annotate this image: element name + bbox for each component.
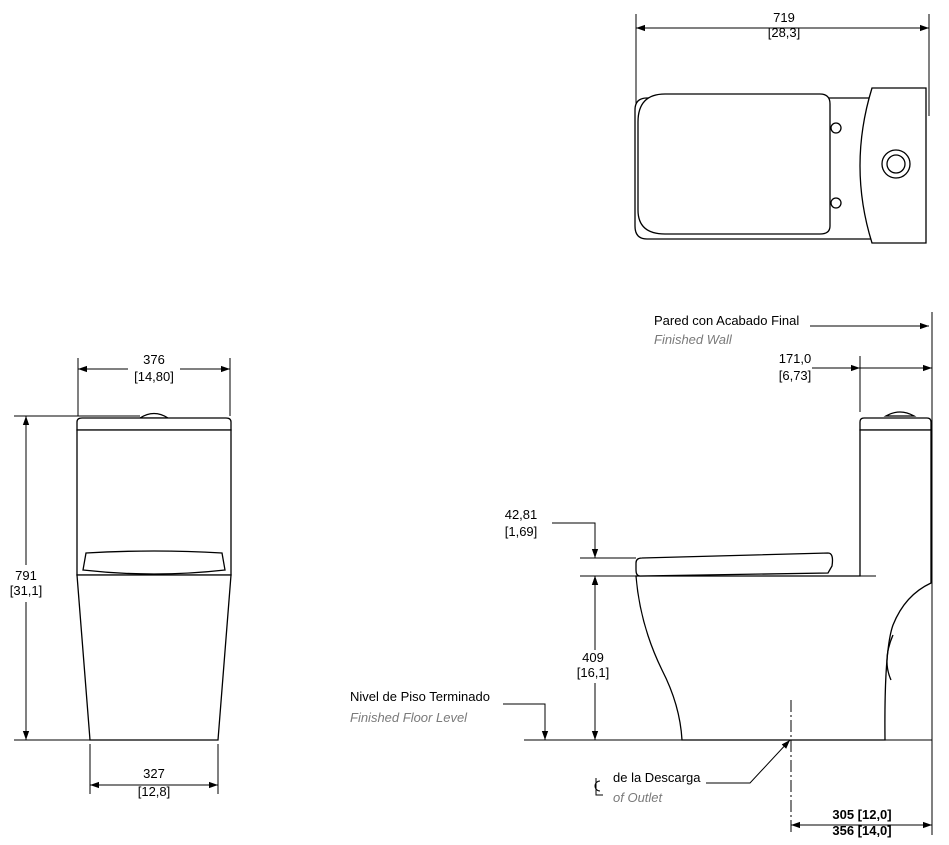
- front-top-width-mm: 376: [143, 352, 165, 367]
- seat-thickness-in: [1,69]: [505, 524, 538, 539]
- seat-height-in: [16,1]: [577, 665, 610, 680]
- tank-depth-mm: 171,0: [779, 351, 812, 366]
- top-width-in: [28,3]: [768, 25, 801, 40]
- toilet-body: [635, 429, 932, 741]
- seat-height-mm: 409: [582, 650, 604, 665]
- rough-in-2: 356 [14,0]: [832, 823, 891, 838]
- floor-label-es: Nivel de Piso Terminado: [350, 689, 490, 704]
- outlet-label-es: de la Descarga: [613, 770, 701, 785]
- front-top-width-in: [14,80]: [134, 369, 174, 384]
- front-height-in: [31,1]: [10, 583, 43, 598]
- bowl-body: [76, 574, 232, 741]
- flush-button-icon: [883, 411, 917, 417]
- floor-label-en: Finished Floor Level: [350, 710, 468, 725]
- seat-thickness-mm: 42,81: [505, 507, 538, 522]
- seat-lid-outline: [637, 93, 831, 235]
- seat-lid: [82, 550, 226, 575]
- wall-label-es: Pared con Acabado Final: [654, 313, 799, 328]
- outlet-leader-line: [706, 739, 791, 784]
- hinge-icon: [830, 197, 842, 209]
- flush-button-inner-icon: [886, 154, 906, 174]
- rough-in-1: 305 [12,0]: [832, 807, 891, 822]
- front-height-mm: 791: [15, 568, 37, 583]
- outlet-label-en: of Outlet: [613, 790, 664, 805]
- top-width-mm: 719: [773, 10, 795, 25]
- flush-button-icon: [137, 412, 171, 419]
- front-base-width-mm: 327: [143, 766, 165, 781]
- front-base-width-in: [12,8]: [138, 784, 171, 799]
- top-view: 719 [28,3]: [634, 10, 930, 244]
- tank-lid: [76, 417, 232, 431]
- front-view: 376 [14,80] 791 [31,1] 327 [12,8]: [10, 352, 232, 799]
- floor-leader-line: [503, 703, 549, 740]
- seat-lid: [635, 552, 834, 577]
- hinge-icon: [830, 122, 842, 134]
- tank-depth-in: [6,73]: [779, 368, 812, 383]
- centerline-symbol-icon: [594, 778, 603, 796]
- side-view: Pared con Acabado Final Finished Wall 17…: [350, 312, 933, 838]
- trapway-bulge: [886, 634, 894, 681]
- tank-lid: [859, 417, 932, 431]
- wall-label-en: Finished Wall: [654, 332, 733, 347]
- seat-thickness-leader-line: [552, 522, 599, 558]
